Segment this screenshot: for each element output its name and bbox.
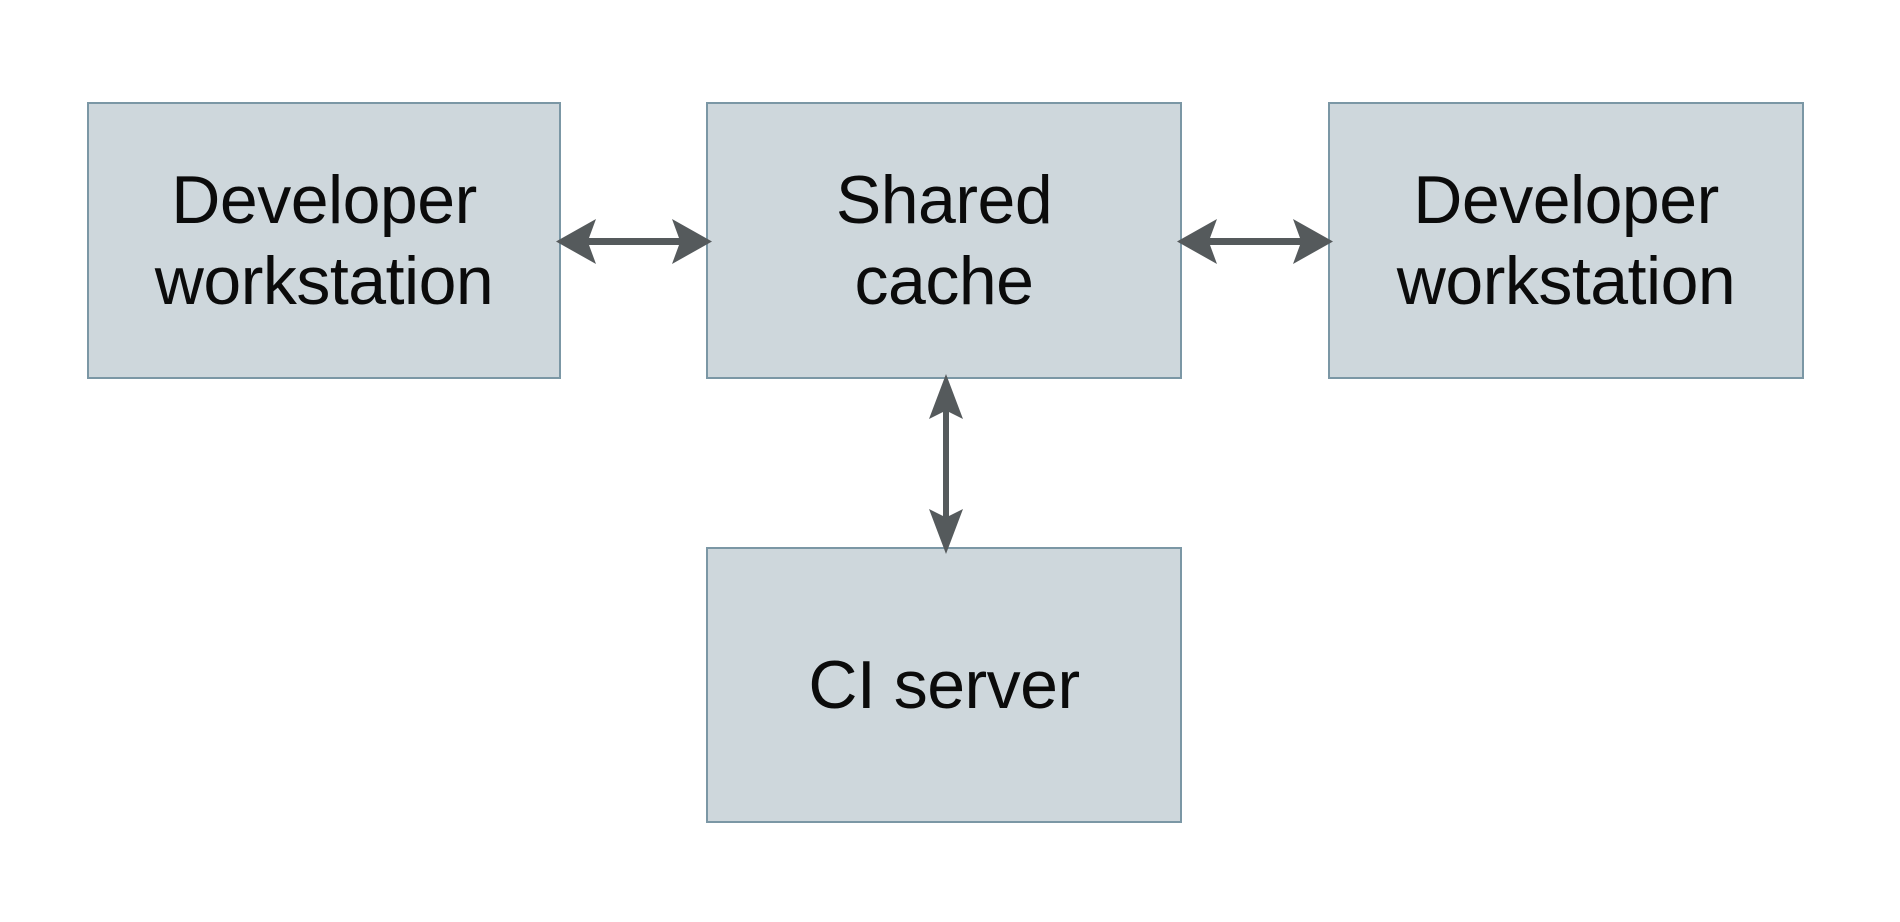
node-label: Developer workstation (1396, 162, 1736, 319)
node-developer-workstation-left[interactable]: Developer workstation (87, 102, 561, 379)
edge-shared-cache-to-dev-right-arrow (1177, 219, 1333, 264)
node-label: Developer workstation (154, 162, 494, 319)
node-label: CI server (808, 646, 1080, 723)
node-shared-cache[interactable]: Shared cache (706, 102, 1182, 379)
node-ci-server[interactable]: CI server (706, 547, 1182, 823)
node-label: Shared cache (835, 162, 1053, 319)
node-developer-workstation-right[interactable]: Developer workstation (1328, 102, 1804, 379)
edge-shared-cache-to-ci-server-arrow (929, 374, 963, 554)
edge-dev-left-to-shared-cache-arrow (556, 219, 712, 264)
